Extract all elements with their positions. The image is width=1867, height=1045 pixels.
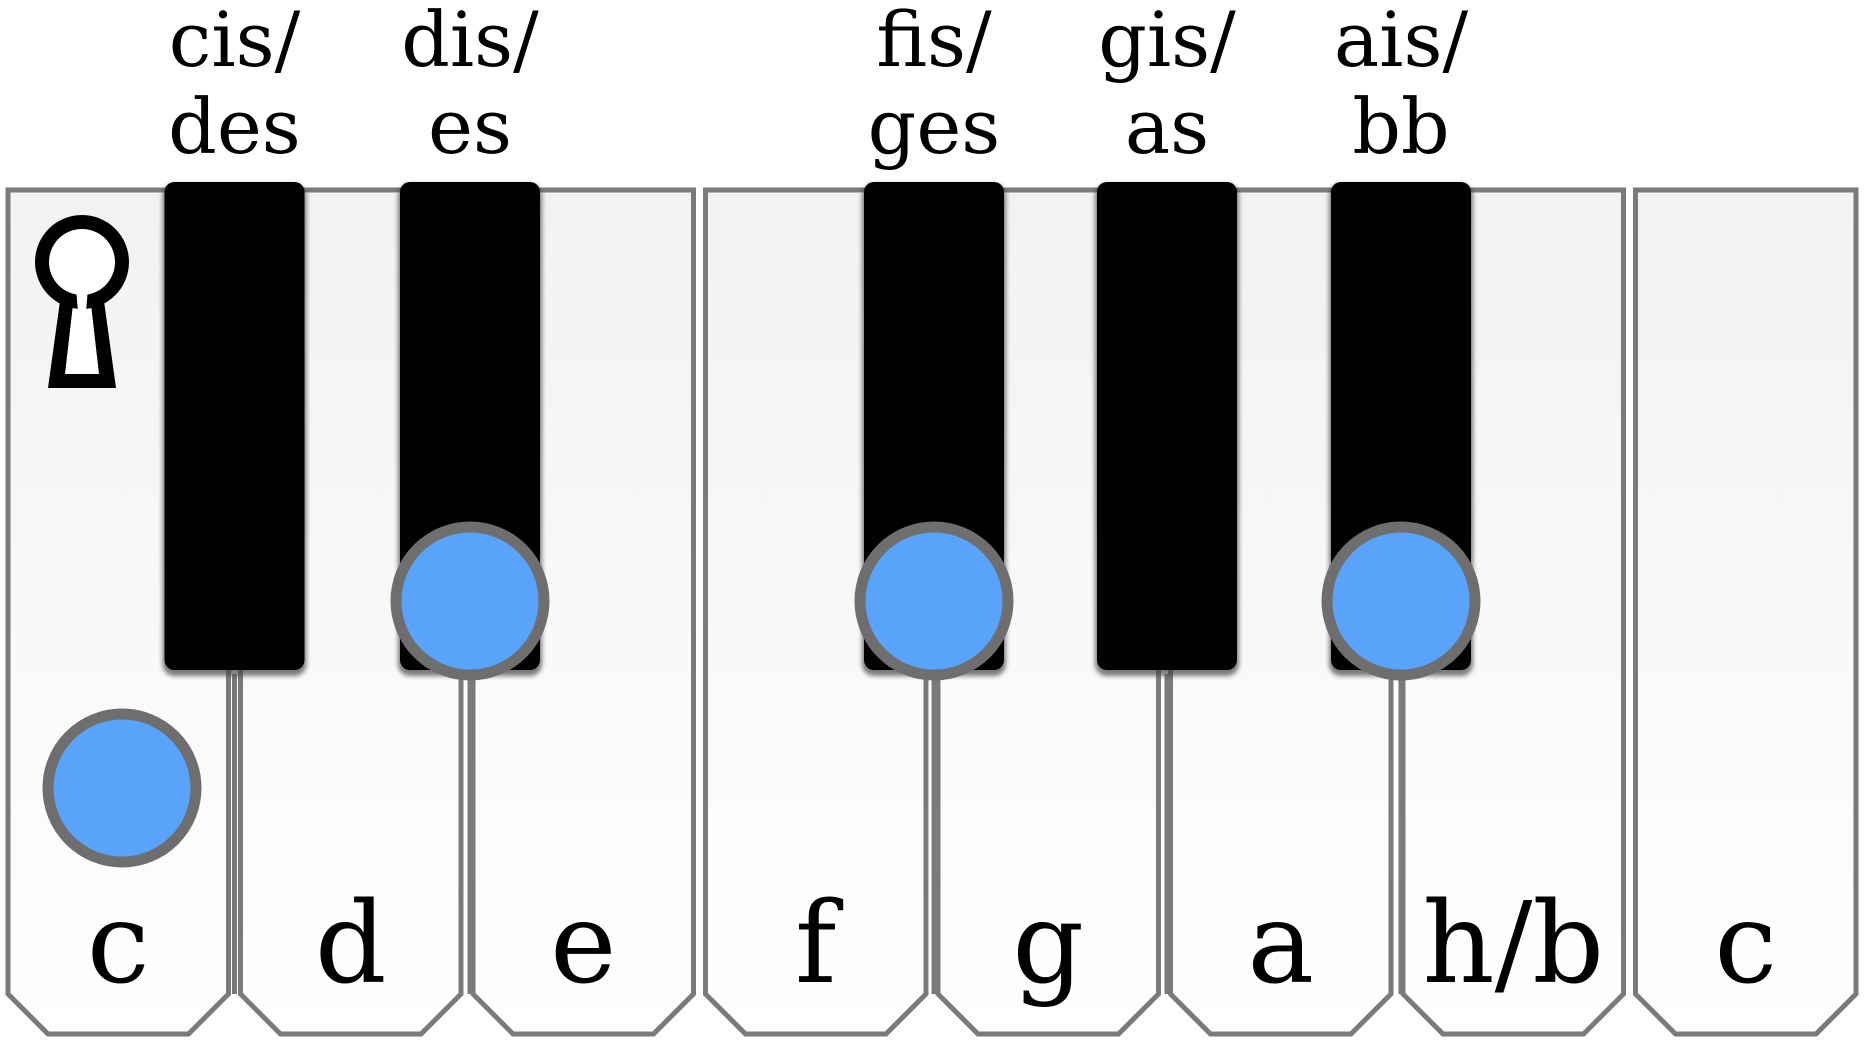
black-key[interactable] [162,182,307,676]
black-key-label-top: gis/ [1098,0,1236,84]
black-key-label-top: fis/ [876,0,992,84]
white-key-label: c [1714,879,1777,1009]
pressed-marker [390,521,550,681]
white-key-label: h/b [1422,879,1604,1009]
black-key-label-bottom: ges [868,82,1001,171]
black-key-label-bottom: es [428,82,512,171]
black-key-label-top: dis/ [401,0,539,84]
black-key-labels: cis/des dis/es fis/ges gis/as ais/bb [168,0,1468,171]
black-key-label-top: cis/ [169,0,301,84]
black-key-label-bottom: bb [1352,82,1449,171]
black-key-label-bottom: as [1125,82,1209,171]
white-key-label: d [315,879,387,1009]
white-key-label: f [795,879,844,1009]
white-key[interactable]: c [1633,187,1859,1037]
white-key-label: c [87,879,150,1009]
white-key-label: g [1012,879,1084,1009]
pressed-marker [1321,521,1481,681]
keyhole-icon [35,215,129,388]
black-key-label-bottom: des [168,82,301,171]
pressed-markers [42,521,1481,868]
white-key-label: e [550,879,616,1009]
white-key-label: a [1247,879,1314,1009]
black-key[interactable] [1095,182,1239,676]
black-key-label-top: ais/ [1334,0,1469,84]
pressed-marker [42,708,202,868]
pressed-marker [854,521,1014,681]
